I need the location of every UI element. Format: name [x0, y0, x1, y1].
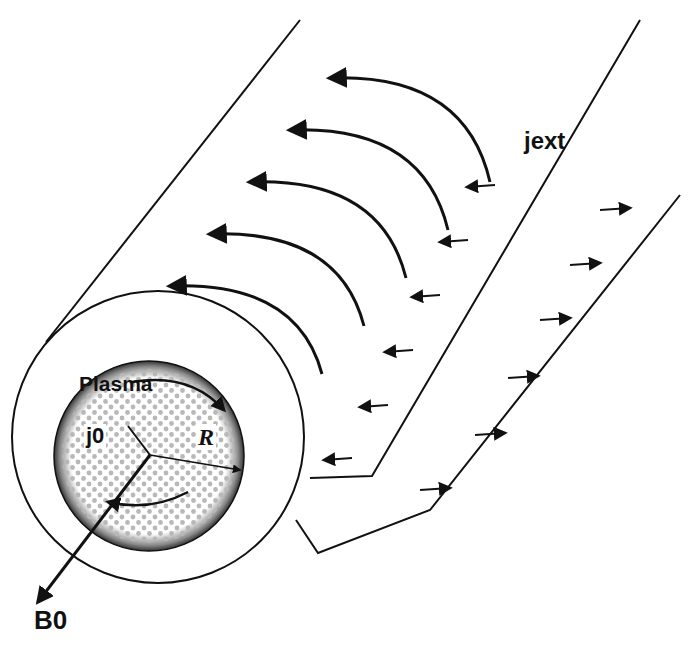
- field-vector: [38, 455, 150, 602]
- tube-outline: [12, 20, 680, 583]
- radius-line: [150, 455, 240, 470]
- sheet-current-arrows: [324, 185, 630, 490]
- field-vector: [128, 426, 150, 455]
- plasma-label: Plasma: [79, 372, 153, 396]
- external-current-arrows: [170, 78, 490, 374]
- current-swirl: [132, 380, 224, 410]
- current-label: jext: [522, 128, 567, 154]
- current-label: j0: [84, 424, 106, 448]
- radius-label: R: [196, 424, 216, 450]
- field-label: B0: [32, 606, 69, 634]
